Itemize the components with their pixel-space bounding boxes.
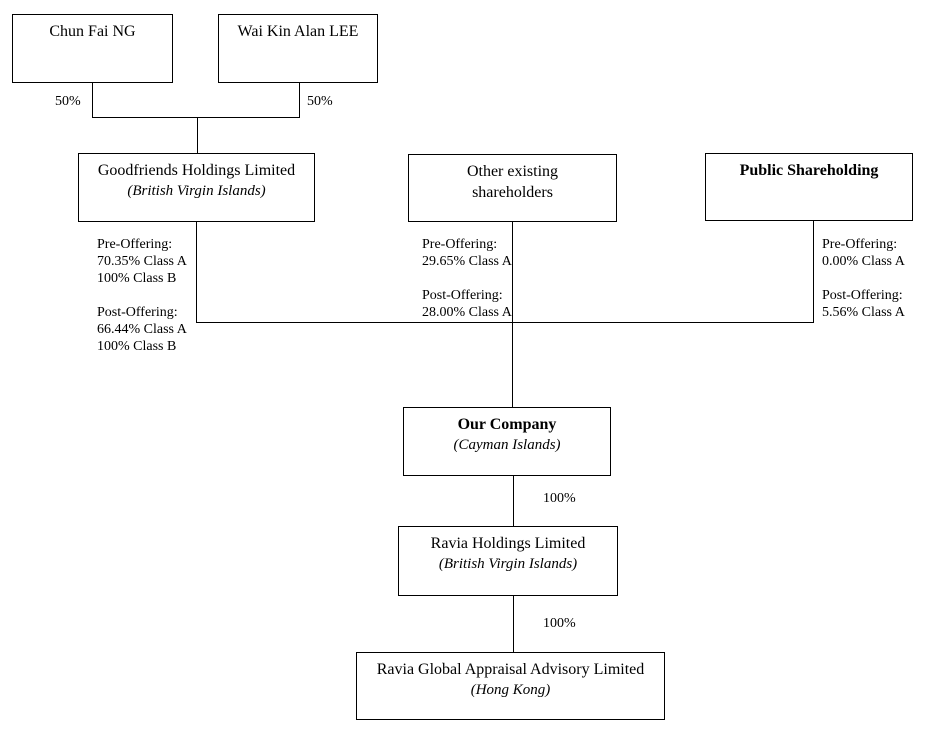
node-jurisdiction-ravia-global-appraisal: (Hong Kong) [470, 682, 551, 698]
connector-other-to-company [512, 222, 513, 407]
connector-to-goodfriends [197, 117, 198, 153]
label-other-offering-block: Pre-Offering: 29.65% Class A Post-Offeri… [422, 237, 512, 320]
connector-ravia-holdings-to-global [513, 596, 514, 652]
node-title-ravia-global-appraisal: Ravia Global Appraisal Advisory Limited [376, 661, 645, 678]
node-title-goodfriends-holdings: Goodfriends Holdings Limited [97, 162, 296, 179]
label-lee-ownership-pct: 50% [307, 94, 333, 109]
connector-goodfriends-down [196, 222, 197, 322]
label-company-to-ravia-pct: 100% [543, 491, 576, 506]
label-ng-ownership-pct: 50% [55, 94, 81, 109]
node-title-ravia-holdings: Ravia Holdings Limited [430, 535, 586, 552]
node-goodfriends-holdings: Goodfriends Holdings Limited (British Vi… [78, 153, 315, 222]
connector-shareholders-horizontal [196, 322, 814, 323]
node-public-shareholding: Public Shareholding [705, 153, 913, 221]
node-title-other-existing-shareholders: Other existing shareholders [466, 163, 559, 201]
node-our-company: Our Company (Cayman Islands) [403, 407, 611, 476]
node-ravia-holdings: Ravia Holdings Limited (British Virgin I… [398, 526, 618, 596]
node-wai-kin-alan-lee: Wai Kin Alan LEE [218, 14, 378, 83]
node-title-public-shareholding: Public Shareholding [739, 162, 879, 179]
node-title-wai-kin-alan-lee: Wai Kin Alan LEE [237, 23, 359, 40]
node-ravia-global-appraisal: Ravia Global Appraisal Advisory Limited … [356, 652, 665, 720]
node-jurisdiction-our-company: (Cayman Islands) [453, 437, 561, 453]
connector-lee-down [299, 83, 300, 117]
node-title-chun-fai-ng: Chun Fai NG [49, 23, 136, 40]
label-ravia-to-global-pct: 100% [543, 616, 576, 631]
connector-company-to-ravia-holdings [513, 476, 514, 526]
node-title-our-company: Our Company [457, 416, 557, 433]
label-public-offering-block: Pre-Offering: 0.00% Class A Post-Offerin… [822, 237, 905, 320]
connector-public-down [813, 221, 814, 322]
node-jurisdiction-ravia-holdings: (British Virgin Islands) [438, 556, 578, 572]
node-chun-fai-ng: Chun Fai NG [12, 14, 173, 83]
label-goodfriends-offering-block: Pre-Offering: 70.35% Class A 100% Class … [97, 237, 187, 354]
node-other-existing-shareholders: Other existing shareholders [408, 154, 617, 222]
connector-founders-horizontal [92, 117, 300, 118]
connector-ng-down [92, 83, 93, 117]
node-jurisdiction-goodfriends-holdings: (British Virgin Islands) [127, 183, 266, 199]
